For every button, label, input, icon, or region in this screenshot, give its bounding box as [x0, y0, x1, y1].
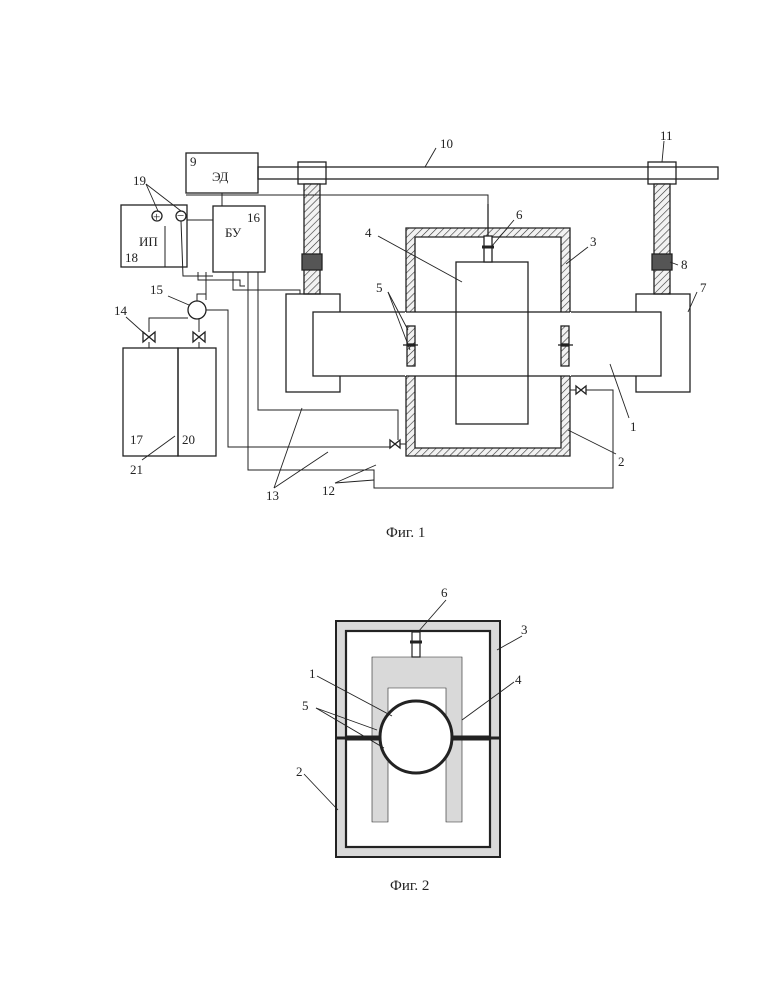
seal-5-right-bottom [561, 346, 569, 366]
valve-inlet-icon [390, 440, 400, 448]
ref-14: 14 [114, 303, 128, 318]
figure-2-caption: Фиг. 2 [390, 878, 429, 894]
figure-1-caption: Фиг. 1 [386, 525, 425, 541]
ref-16: 16 [247, 210, 261, 225]
gas-regulator-15-icon [188, 301, 206, 319]
bearing-11-left [298, 162, 326, 184]
figure-1 [121, 141, 718, 488]
valve-14-right-icon [193, 332, 205, 342]
ref-6: 6 [516, 207, 523, 222]
fig2-ref-5: 5 [302, 698, 309, 713]
nut-8-right [652, 254, 672, 270]
fig2-ref-1: 1 [309, 666, 316, 681]
valve-outlet-icon [576, 386, 586, 394]
screw-right [654, 184, 670, 294]
ref-20: 20 [182, 432, 195, 447]
ref-15: 15 [150, 282, 163, 297]
ref-21: 21 [130, 462, 143, 477]
nut-8-left [302, 254, 322, 270]
seal-5-right-top [561, 326, 569, 344]
ref-9: 9 [190, 154, 197, 169]
workpiece-1 [313, 312, 661, 376]
workpiece-1-section [380, 701, 452, 773]
ref-5: 5 [376, 280, 383, 295]
seal-5-left-top [407, 326, 415, 344]
ref-4: 4 [365, 225, 372, 240]
motor-label: ЭД [212, 169, 228, 184]
bearing-11-right [648, 162, 676, 184]
fig2-ref-2: 2 [296, 764, 303, 779]
ref-8: 8 [681, 257, 688, 272]
ref-11: 11 [660, 128, 673, 143]
power-supply-label: ИП [139, 234, 158, 249]
ref-17: 17 [130, 432, 144, 447]
ref-1: 1 [630, 419, 637, 434]
fig2-ref-6: 6 [441, 585, 448, 600]
fig2-ref-3: 3 [521, 622, 528, 637]
minus-sign: − [177, 208, 184, 223]
ref-13: 13 [266, 488, 279, 503]
seal-5-left-bottom [407, 346, 415, 366]
shaft-10 [258, 167, 718, 179]
sensor-6 [484, 236, 492, 262]
fig2-ref-4: 4 [515, 672, 522, 687]
control-unit-label: БУ [225, 225, 242, 240]
ref-3: 3 [590, 234, 597, 249]
ref-18: 18 [125, 250, 138, 265]
ref-10: 10 [440, 136, 453, 151]
ref-19: 19 [133, 173, 146, 188]
ref-12: 12 [322, 483, 335, 498]
sensor-6-section [412, 632, 420, 657]
ref-2: 2 [618, 454, 625, 469]
ref-7: 7 [700, 280, 707, 295]
figure-2 [304, 600, 522, 857]
plus-sign: + [153, 209, 160, 224]
screw-left [304, 184, 320, 294]
